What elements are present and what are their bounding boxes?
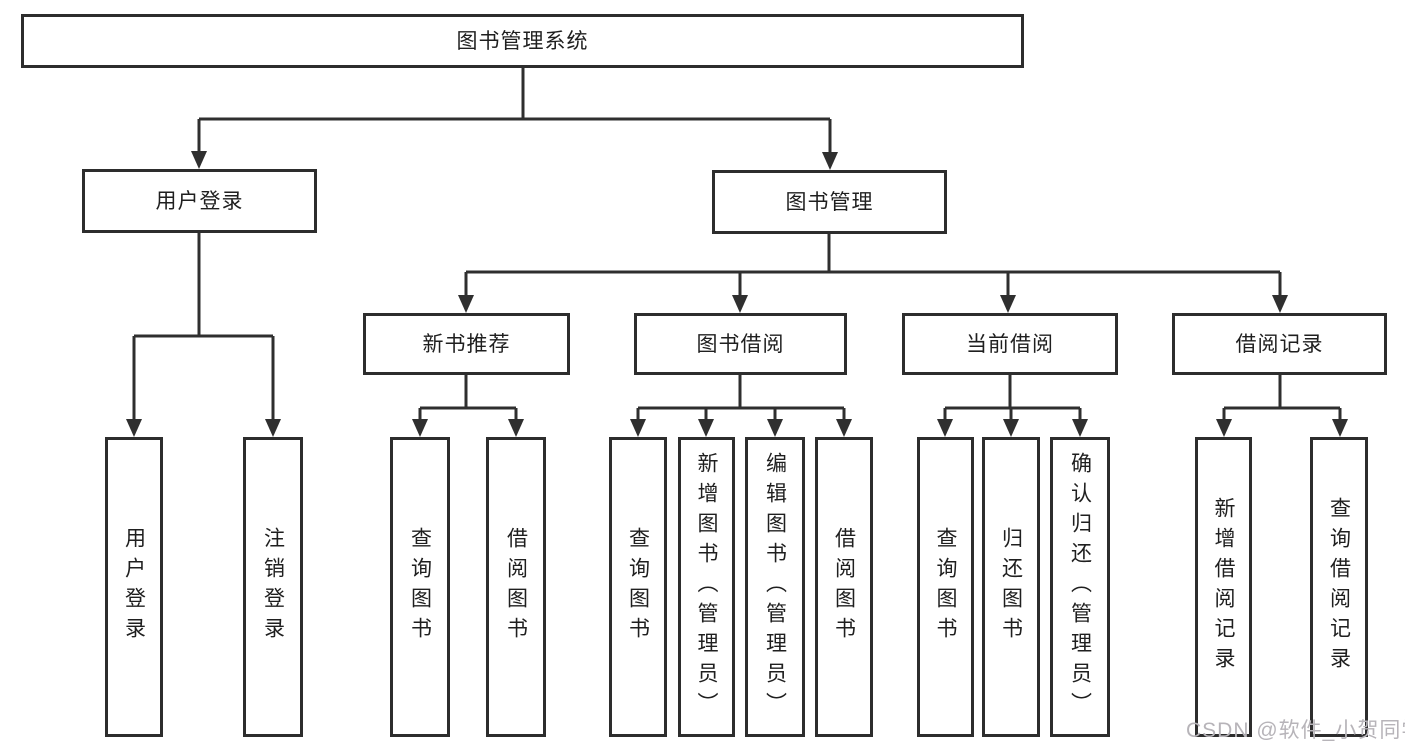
node-book-borrow: 图书借阅 xyxy=(634,313,847,375)
node-borrow-record: 借阅记录 xyxy=(1172,313,1387,375)
leaf-record-add: 新增借阅记录 xyxy=(1195,437,1252,737)
leaf-record-query: 查询借阅记录 xyxy=(1310,437,1368,737)
wire-root xyxy=(197,68,832,157)
leaf-record-add-label: 新增借阅记录 xyxy=(1212,497,1235,677)
node-user-login: 用户登录 xyxy=(82,169,317,233)
node-book-management-label: 图书管理 xyxy=(785,190,874,214)
leaf-borrow-query: 查询图书 xyxy=(609,437,667,737)
node-user-login-label: 用户登录 xyxy=(155,189,244,213)
node-book-management: 图书管理 xyxy=(712,170,947,234)
arrowheads xyxy=(126,151,1348,437)
leaf-borrow-edit-admin-label: 编辑图书（管理员） xyxy=(763,452,787,722)
wire-book-management xyxy=(464,234,1282,299)
wire-current-borrow xyxy=(943,375,1082,423)
leaf-user-login-label: 用户登录 xyxy=(122,527,146,647)
wire-borrow-record xyxy=(1222,375,1342,423)
leaf-borrow-book: 借阅图书 xyxy=(815,437,873,737)
leaf-newbook-query: 查询图书 xyxy=(390,437,450,737)
node-root-label: 图书管理系统 xyxy=(456,29,589,53)
node-current-borrow-label: 当前借阅 xyxy=(966,332,1054,356)
leaf-current-confirm-admin-label: 确认归还（管理员） xyxy=(1068,452,1092,722)
leaf-logout: 注销登录 xyxy=(243,437,303,737)
leaf-current-query: 查询图书 xyxy=(917,437,974,737)
leaf-borrow-add-admin-label: 新增图书（管理员） xyxy=(695,452,718,722)
leaf-logout-label: 注销登录 xyxy=(261,527,285,647)
node-current-borrow: 当前借阅 xyxy=(902,313,1118,375)
leaf-current-confirm-admin: 确认归还（管理员） xyxy=(1050,437,1110,737)
leaf-newbook-borrow: 借阅图书 xyxy=(486,437,546,737)
leaf-borrow-book-label: 借阅图书 xyxy=(832,527,856,647)
leaf-current-return: 归还图书 xyxy=(982,437,1040,737)
leaf-record-query-label: 查询借阅记录 xyxy=(1327,497,1351,677)
leaf-borrow-edit-admin: 编辑图书（管理员） xyxy=(745,437,805,737)
wire-new-book xyxy=(418,375,518,423)
node-book-borrow-label: 图书借阅 xyxy=(696,332,785,356)
node-new-book-recommend-label: 新书推荐 xyxy=(422,332,511,356)
node-root: 图书管理系统 xyxy=(21,14,1024,68)
leaf-newbook-query-label: 查询图书 xyxy=(408,527,432,647)
leaf-current-return-label: 归还图书 xyxy=(999,527,1023,647)
node-borrow-record-label: 借阅记录 xyxy=(1235,332,1324,356)
leaf-current-query-label: 查询图书 xyxy=(934,527,957,647)
leaf-borrow-query-label: 查询图书 xyxy=(626,527,650,647)
csdn-watermark: CSDN @软件_小贺同学 xyxy=(1186,719,1405,742)
wire-book-borrow xyxy=(636,375,846,423)
wire-user-login xyxy=(132,233,275,423)
node-new-book-recommend: 新书推荐 xyxy=(363,313,570,375)
leaf-borrow-add-admin: 新增图书（管理员） xyxy=(678,437,735,737)
leaf-user-login: 用户登录 xyxy=(105,437,163,737)
leaf-newbook-borrow-label: 借阅图书 xyxy=(504,527,528,647)
